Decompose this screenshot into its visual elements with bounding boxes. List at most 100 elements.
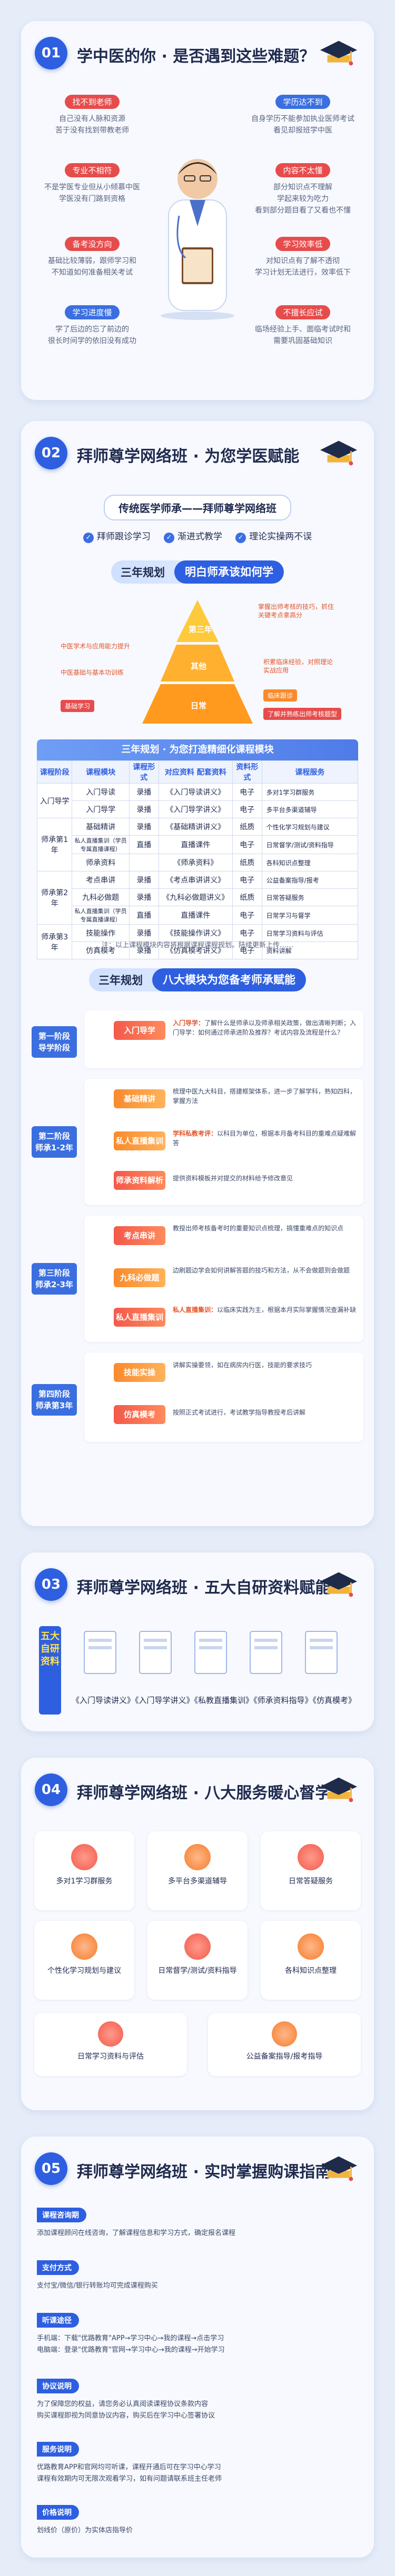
feature-label: 拜师跟诊学习 [96, 532, 151, 542]
step-tag: 听课途径 [37, 2313, 79, 2328]
problem-item: 内容不太懂 部分知识点不理解 学起来较为吃力 看到部分题目看了又看也不懂 [242, 163, 363, 216]
table-cell: 电子 [232, 871, 262, 889]
graduation-cap-icon [320, 41, 358, 66]
table-cell: 私人直播集训（学员专属直播课程） [72, 906, 130, 925]
problem-tag: 不擅长应试 [275, 305, 330, 319]
problem-item: 不擅长应试 临场经验上手、面临考试时和 需要巩固基础知识 [242, 305, 363, 347]
service-label: 日常学习资料与评估 [77, 2052, 144, 2061]
problem-item: 找不到老师 自己没有人脉和资源 苦于没有找到带教老师 [32, 95, 153, 136]
table-row: 九科必做题录播《九科必做题讲义》纸质日常答疑服务 [37, 888, 359, 906]
section-title: 拜师尊学网络班 · 为您学医赋能 [77, 447, 300, 466]
module-desc: 提供资料模板并对提交的材料给予修改意见 [173, 1175, 293, 1182]
table-row: 师承资料《师承资料》纸质各科知识点整理 [37, 854, 359, 871]
table-cell: 《技能操作讲义》 [158, 924, 233, 942]
guide-step: 协议说明为了保障您的权益，请您务必认真阅读课程协议条款内容 购买课程即视为同意协… [37, 2379, 358, 2422]
table-row: 仿真模考录播《仿真模考讲义》电子资料讲解 [37, 941, 359, 959]
step-body: 添加课程顾问在线咨询，了解课程信息和学习方式，确定报名课程 [37, 2229, 236, 2237]
table-cell: 录播 [129, 818, 159, 836]
pyramid-mid-label: 其他 [191, 661, 207, 671]
service-label: 多对1学习群服务 [56, 1877, 113, 1886]
table-cell: 日常学习与督学 [261, 906, 359, 925]
graduation-cap-icon [320, 1572, 358, 1597]
table-cell: 纸质 [232, 888, 262, 906]
service-card: 各科知识点整理 [261, 1921, 361, 2000]
section-number: 01 [35, 37, 67, 69]
step-tag: 协议说明 [37, 2379, 79, 2393]
problem-desc: 对知识点有了解不透彻 学习计划无法进行，效率低下 [255, 257, 351, 277]
check-icon: ✓ [164, 533, 174, 543]
section-title: 学中医的你 · 是否遇到这些难题？ [77, 47, 315, 66]
problem-tag: 专业不相符 [65, 163, 120, 177]
module-tag: 基础精讲 [114, 1089, 165, 1108]
table-cell: 录播 [129, 888, 159, 906]
guide-step: 课程咨询期添加课程顾问在线咨询，了解课程信息和学习方式，确定报名课程 [37, 2208, 358, 2239]
book-icon [194, 1631, 227, 1674]
table-cell: 录播 [129, 783, 159, 801]
module-tag: 技能实操 [114, 1363, 165, 1382]
table-cell: 师承第2年 [36, 871, 73, 925]
pyramid-note: 掌握出师考核的技巧，抓住 关键考点拿高分 [258, 603, 334, 619]
service-icon [184, 1844, 211, 1870]
table-cell: 纸质 [232, 854, 262, 871]
problem-tag: 内容不太懂 [275, 163, 330, 177]
module-title: 三年规划 八大模块为您备考师承赋能 [89, 968, 306, 991]
module-desc: 入门导学：了解什么是师承以及师承相关政策，做出清晰判断；入门导学：如何通过师承进… [173, 1019, 357, 1036]
plan-title-a: 三年规划 [121, 566, 165, 579]
table-cell: 资料讲解 [261, 941, 359, 959]
table-cell: 电子 [232, 835, 262, 854]
table-row: 入门导学入门导读录播《入门导读讲义》电子多对1学习群服务 [36, 783, 359, 818]
table-cell: 个性化学习规划与建议 [261, 818, 359, 836]
problem-tag: 学习效率低 [275, 237, 330, 251]
guide-step: 听课途径手机端：下载"优路教育"APP→学习中心→我的课程→点击学习 电脑端：登… [37, 2313, 358, 2356]
table-header-row: 课程阶段 课程模块 课程形式 对应资料 配套资料 资料形式 课程服务 [36, 760, 359, 784]
service-icon [71, 1933, 97, 1960]
step-body: 手机端：下载"优路教育"APP→学习中心→我的课程→点击学习 电脑端：登录"优路… [37, 2334, 225, 2354]
table-cell: 《考点串讲讲义》 [158, 871, 233, 889]
step-tag: 价格说明 [37, 2505, 79, 2520]
problem-tag: 学习进度慢 [65, 305, 120, 319]
module-tag: 仿真模考 [114, 1405, 165, 1424]
table-cell: 师承第1年 [36, 818, 73, 871]
section-header: 01 学中医的你 · 是否遇到这些难题？ [21, 21, 374, 84]
table-cell: 电子 [232, 941, 262, 959]
table-cell: 《仿真模考讲义》 [158, 941, 233, 959]
step-tag: 支付方式 [37, 2260, 79, 2275]
step-body: 支付宝/微信/银行转账均可完成课程购买 [37, 2282, 158, 2290]
pyramid-top-label: 第三年 [189, 625, 213, 634]
table-cell: 入门导读 [72, 783, 130, 801]
pyramid-chart [142, 600, 253, 724]
service-card: 公益备案指导/报考指导 [208, 2013, 361, 2076]
service-label: 多平台多渠道辅导 [168, 1877, 227, 1886]
problem-item: 专业不相符 不是学医专业但从小倾慕中医 学医没有门路到资格 [32, 163, 153, 205]
pyramid-annotation: 基础学习 [61, 700, 95, 712]
feature-label: 渐进式教学 [177, 532, 222, 542]
module-tag: 入门导学 [114, 1021, 165, 1040]
service-label: 个性化学习规划与建议 [47, 1967, 121, 1975]
service-icon [298, 1933, 324, 1960]
table-cell: 录播 [129, 800, 159, 818]
table-cell: 多对1学习群服务 [261, 783, 359, 801]
check-icon: ✓ [83, 533, 94, 543]
problem-desc: 部分知识点不理解 学起来较为吃力 看到部分题目看了又看也不懂 [255, 183, 351, 215]
module-desc: 边刷题边学会如何讲解答题的技巧和方法，从不会做题到会做题 [173, 1267, 350, 1274]
plan-title-b: 明白师承该如何学 [174, 560, 284, 584]
module-tag: 考点串讲 [114, 1226, 165, 1245]
table-cell: 公益备案指导/报考 [261, 871, 359, 889]
table-cell: 《师承资料》 [158, 854, 233, 871]
guide-step: 服务说明优路教育APP和官网均可听课，课程开通后可在学习中心学习 课程有效期内可… [37, 2442, 358, 2485]
table-cell: 《基础精讲讲义》 [158, 818, 233, 836]
book-icon [250, 1631, 282, 1674]
guide-step: 支付方式支付宝/微信/银行转账均可完成课程购买 [37, 2260, 358, 2292]
service-card: 个性化学习规划与建议 [34, 1921, 134, 2000]
table-header-cell: 课程形式 [129, 760, 159, 784]
table-cell: 多平台多渠道辅导 [261, 800, 359, 818]
stage-label: 第一阶段 导学阶段 [32, 1026, 77, 1058]
table-cell: 《入门导学讲义》 [158, 800, 233, 818]
problem-item: 学历达不到 自身学历不能参加执业医师考试 看见却报班学中医 [242, 95, 363, 136]
service-label: 日常答疑服务 [289, 1877, 333, 1886]
pyramid-note: 积累临床经验，对照理论 实战应用 [263, 658, 333, 674]
materials-section: 03 拜师尊学网络班 · 五大自研资料赋能 五大自研资料 《入门导读讲义》《入门… [21, 1552, 374, 1731]
problem-item: 学习进度慢 学了后边的忘了前边的 很长时间学的依旧没有成功 [32, 305, 153, 347]
problem-grid: 找不到老师 自己没有人脉和资源 苦于没有找到带教老师 学历达不到 自身学历不能参… [32, 95, 363, 379]
table-header-cell: 课程模块 [72, 760, 130, 784]
